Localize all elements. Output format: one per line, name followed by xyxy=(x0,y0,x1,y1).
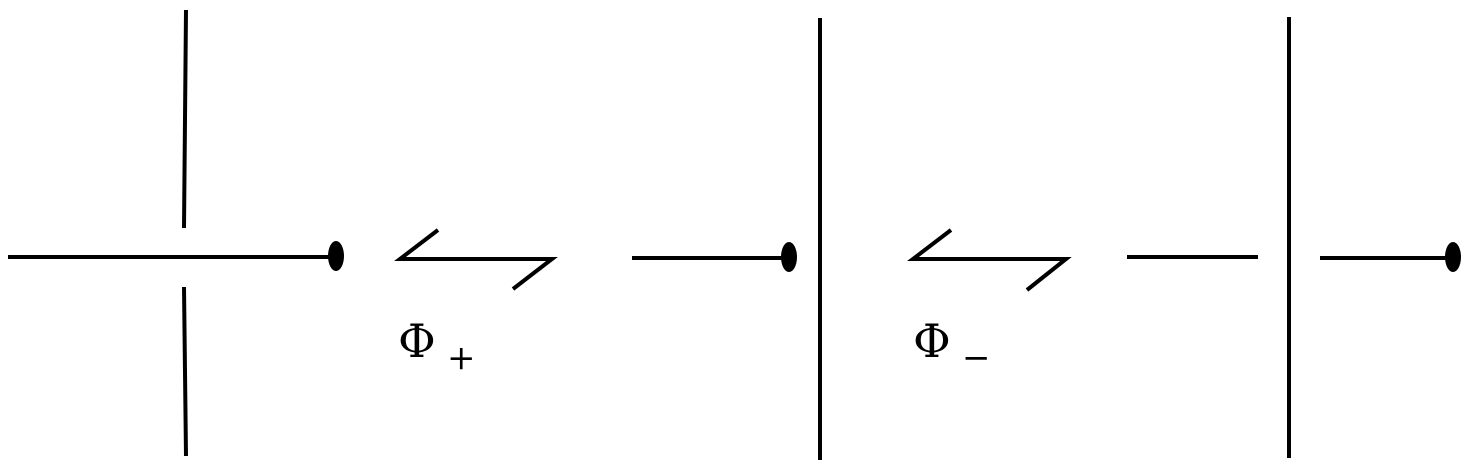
harpoon-arrow-minus-icon xyxy=(907,228,1072,292)
phi-plus-symbol: Φ xyxy=(398,314,436,368)
panel-strand-through-line xyxy=(1127,17,1461,458)
harpoon-arrow-plus-icon xyxy=(394,228,558,291)
transformation-arrow-plus: Φ + xyxy=(394,228,558,378)
strand-endpoint-dot xyxy=(1445,242,1461,272)
vertical-strand-lower xyxy=(182,286,188,457)
transformation-arrow-minus: Φ − xyxy=(907,228,1072,378)
panel-crossing xyxy=(8,9,344,457)
strand-endpoint-dot xyxy=(781,242,797,272)
phi-minus-subscript: − xyxy=(962,338,991,378)
phi-minus-symbol: Φ xyxy=(913,314,951,368)
phi-plus-subscript: + xyxy=(447,338,476,378)
strand-endpoint-dot xyxy=(328,241,344,271)
panel-strand-to-line xyxy=(632,18,822,460)
vertical-strand-upper xyxy=(182,9,188,229)
